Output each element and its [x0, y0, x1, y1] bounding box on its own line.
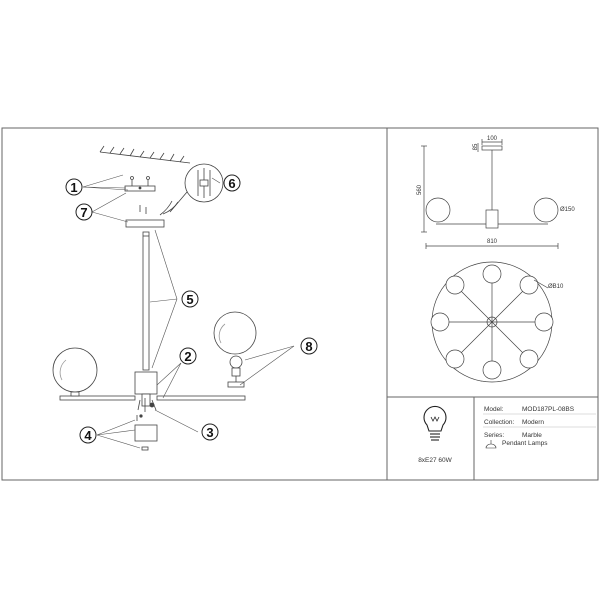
dim-canopy-width: 100: [487, 136, 498, 142]
model-value: MOD187PL-08BS: [522, 406, 575, 413]
callout-1: 1: [65, 178, 83, 196]
svg-text:1: 1: [70, 180, 77, 195]
callouts: 1 7 6 5 8 2 3 4: [65, 174, 318, 444]
top-view-globe: [445, 349, 465, 369]
top-view-globe: [430, 312, 450, 332]
side-view-canopy: [481, 145, 503, 151]
svg-text:4: 4: [84, 428, 92, 443]
callout-5: 5: [181, 290, 199, 308]
svg-text:3: 3: [206, 425, 213, 440]
right-globe: [213, 311, 257, 355]
side-view-right-globe: [533, 197, 559, 223]
connector-parts: [134, 414, 158, 451]
callout-6: 6: [223, 174, 241, 192]
central-hub: [134, 371, 158, 411]
svg-text:8: 8: [305, 339, 312, 354]
top-view-globe: [482, 360, 502, 380]
pendant-lamp-icon: [485, 440, 497, 449]
stem-rod: [142, 231, 150, 371]
top-view-globe: [519, 275, 539, 295]
left-globe: [52, 347, 98, 397]
side-view-left-globe: [425, 197, 451, 223]
dim-globe-diameter: Ø150: [560, 207, 575, 213]
collection-value: Modern: [522, 419, 544, 426]
product-info: Model: MOD187PL-08BS Collection: Modern …: [483, 406, 596, 449]
callout-4: 4: [79, 426, 97, 444]
sheet-frame: [1, 127, 599, 481]
dim-total-width: 810: [487, 239, 498, 245]
wire-connector-detail: [169, 163, 224, 213]
callout-leaders: [82, 174, 295, 449]
dim-line-top-diameter: [533, 279, 549, 289]
dim-canopy-height: 85: [473, 143, 479, 150]
series-label: Series:: [484, 432, 504, 439]
svg-text:5: 5: [186, 292, 193, 307]
series-value: Marble: [522, 432, 542, 439]
mounting-bracket: [124, 176, 156, 192]
top-view-globe: [482, 264, 502, 284]
top-view-globe: [534, 312, 554, 332]
side-view-dimensions: 100 85 560 Ø150 810: [417, 136, 575, 245]
top-view-globe: [519, 349, 539, 369]
callout-7: 7: [75, 203, 93, 221]
model-label: Model:: [484, 406, 504, 413]
callout-2: 2: [179, 347, 197, 365]
canopy: [125, 200, 179, 228]
bulb-icon: [423, 405, 447, 441]
arms: [59, 395, 246, 401]
collection-label: Collection:: [484, 419, 515, 426]
assembly-diagram: [52, 145, 257, 451]
screw-assembly: [144, 398, 155, 412]
type-value: Pendant Lamps: [502, 440, 548, 447]
callout-3: 3: [201, 423, 219, 441]
side-view-drawing: [421, 139, 559, 249]
svg-text:7: 7: [80, 205, 87, 220]
bulb-socket: [227, 355, 245, 388]
top-view-globe: [445, 275, 465, 295]
ceiling-hatch: [99, 145, 191, 164]
svg-text:2: 2: [184, 349, 191, 364]
side-view-hub: [485, 209, 499, 229]
dim-top-view-diameter: ØB10: [548, 284, 564, 290]
dim-total-height: 560: [417, 184, 423, 195]
bulb-spec: 8xE27 60W: [418, 457, 452, 464]
callout-8: 8: [300, 337, 318, 355]
top-view-drawing: [430, 261, 554, 383]
svg-text:6: 6: [228, 176, 235, 191]
